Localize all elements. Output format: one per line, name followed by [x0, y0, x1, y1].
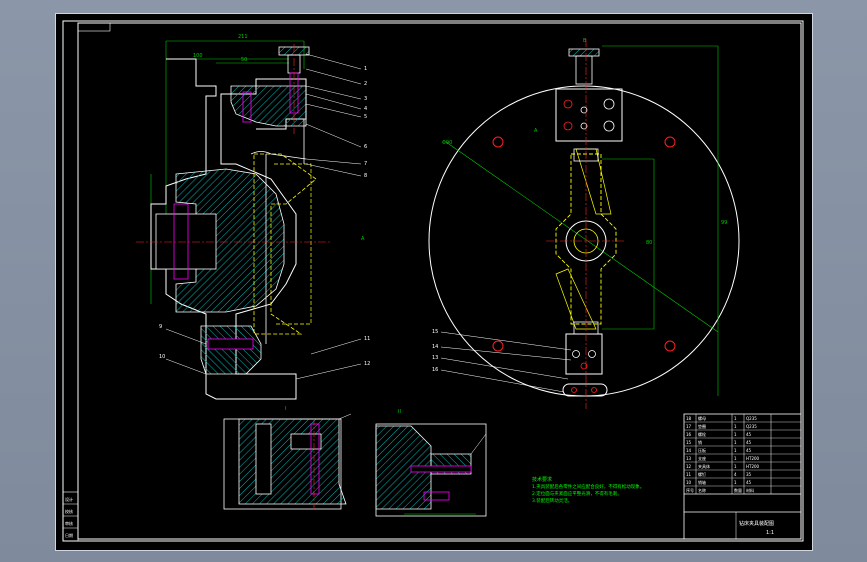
title-block-cell: 45	[746, 432, 752, 437]
title-block-cell: 夹具体	[698, 463, 710, 469]
title-block-cell: Q235	[746, 416, 757, 421]
inner-border	[77, 22, 802, 540]
title-block-cell: 螺钉	[698, 471, 706, 477]
callout-16: 16	[432, 367, 438, 373]
callout-5: 5	[364, 114, 367, 120]
top-left-label-box	[77, 22, 111, 32]
strip-label-1: 设计	[65, 496, 73, 502]
callout-12: 12	[364, 361, 370, 367]
strip-label-4: 日期	[65, 532, 73, 538]
notes-title: 技术要求	[532, 476, 552, 483]
detail-view-2: II	[375, 409, 487, 517]
title-block-cell: 10	[686, 480, 692, 485]
notes-line-3: 3.装配后转动灵活。	[532, 497, 572, 504]
title-block-cell: 4	[734, 472, 737, 477]
title-block-cell: 1	[734, 480, 737, 485]
callout-3: 3	[364, 96, 367, 102]
callout-1: 1	[364, 66, 367, 72]
notes-line-1: 1.夹具装配后各零件之间应配合良好，不得有松动现象。	[532, 483, 644, 490]
title-block-cell: 16	[686, 432, 692, 437]
title-block-cell: HT200	[746, 464, 760, 469]
title-block-cell: 螺栓	[698, 431, 706, 437]
title-block-cell: Q235	[746, 424, 757, 429]
callout-14: 14	[432, 344, 438, 350]
title-block-cell: 1	[734, 456, 737, 461]
drawing-scale: 1:1	[766, 530, 774, 536]
title-block-cell: 18	[686, 416, 692, 421]
callout-11: 11	[364, 336, 370, 342]
section-label-left: A	[361, 236, 365, 242]
notes-line-2: 2.定位面与夹紧面应平整光滑，不得有毛刺。	[532, 490, 622, 497]
title-block-cell: 45	[746, 480, 752, 485]
title-block-cell: HT200	[746, 456, 760, 461]
title-block-cell: 11	[686, 472, 692, 477]
detail-label-1: I	[285, 406, 286, 412]
title-block-cell: 1	[734, 448, 737, 453]
title-block-cell: 12	[686, 464, 692, 469]
cad-viewport[interactable]: 211 100 50 A	[55, 13, 813, 551]
title-block-cell: 1	[734, 432, 737, 437]
dim-vertical-span: 80	[646, 240, 652, 246]
title-block-cell: 45	[746, 440, 752, 445]
title-block-cell: 35	[746, 472, 752, 477]
title-block-cell: 14	[686, 448, 692, 453]
left-callouts: 1 2 3 4 5 6 7 8 11 12 9 10	[159, 53, 370, 380]
title-block-cell: 螺母	[698, 415, 706, 421]
title-block-cell: 支座	[698, 455, 706, 461]
dim-overall: 211	[238, 34, 248, 40]
drawing-title: 钻床夹具装配图	[739, 520, 774, 527]
dim-offset-upper: 100	[193, 53, 203, 59]
detail-label-mid: A	[534, 128, 538, 134]
strip-label-3: 审核	[65, 520, 73, 526]
callout-6: 6	[364, 144, 367, 150]
callout-10: 10	[159, 354, 165, 360]
title-block-header-cell: 序号	[686, 487, 694, 493]
callout-2: 2	[364, 81, 367, 87]
title-block-cell: 45	[746, 448, 752, 453]
dim-side-height: 99	[721, 220, 727, 226]
technical-notes: 技术要求 1.夹具装配后各零件之间应配合良好，不得有松动现象。 2.定位面与夹紧…	[532, 476, 644, 504]
left-view: 211 100 50 A	[136, 34, 365, 400]
strip-label-2: 校核	[65, 508, 73, 514]
title-block-cell: 销	[698, 439, 702, 445]
callout-8: 8	[364, 173, 367, 179]
callout-15: 15	[432, 329, 438, 335]
left-strip: 设计 校核 审核 日期	[62, 491, 79, 542]
detail-view-1: I	[223, 406, 352, 510]
callout-13: 13	[432, 355, 438, 361]
title-block-cell: 17	[686, 424, 692, 429]
title-block-cell: 销轴	[698, 479, 706, 485]
title-block-cell: 1	[734, 416, 737, 421]
outer-border	[62, 20, 804, 542]
title-block-cell: 1	[734, 424, 737, 429]
title-block-cell: 15	[686, 440, 692, 445]
dim-circle-diameter: Φ90	[442, 140, 452, 146]
drawing-sheet: 211 100 50 A	[62, 20, 804, 542]
detail-label-2: II	[398, 409, 401, 415]
title-block-cell: 1	[734, 464, 737, 469]
title-block-header-cell: 材料	[746, 487, 754, 493]
callout-9: 9	[159, 324, 162, 330]
title-block-cell: 13	[686, 456, 692, 461]
dim-offset-small: 50	[241, 57, 247, 63]
title-block-cell: 1	[734, 440, 737, 445]
title-block-header-cell: 名称	[698, 487, 706, 493]
section-label-top-right: B	[583, 38, 587, 44]
right-view: Φ90 99 80	[428, 38, 740, 409]
title-block-cell: 垫圈	[698, 423, 706, 429]
title-block-header-cell: 数量	[734, 487, 742, 493]
title-block-cell: 压板	[698, 447, 706, 453]
callout-4: 4	[364, 106, 367, 112]
callout-7: 7	[364, 161, 367, 167]
